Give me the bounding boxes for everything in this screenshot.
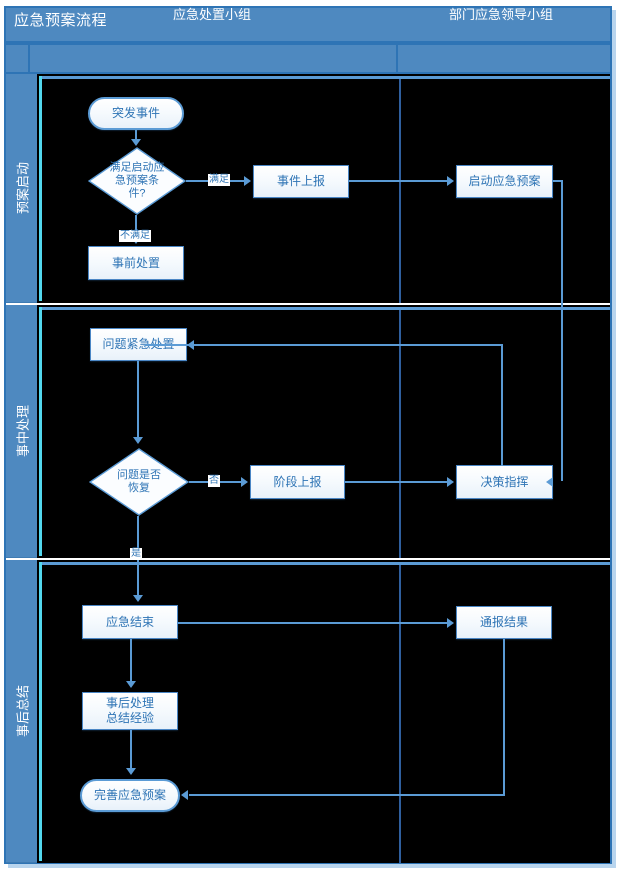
node-launch-plan[interactable]: 启动应急预案 [456,165,553,198]
lane-accent-3 [39,562,42,861]
edge-label-satisfied: 满足 [208,174,230,186]
edge-report-to-launch-arrow [447,176,454,186]
edge-urgent-to-recover [137,361,139,439]
node-command[interactable]: 决策指挥 [456,465,553,499]
node-report-event[interactable]: 事件上报 [253,165,349,198]
lane-rule-1 [42,76,610,79]
lane-accent-2 [39,307,42,556]
lane1-column-divider [399,79,401,303]
lane-label-during-handling: 事中处理 [15,404,30,458]
edge-not-satisfied [135,215,137,238]
edge-start-to-decision [135,130,137,141]
node-decision-launch[interactable]: 满足启动应 急预案条 件? [88,147,186,215]
column-divider-left [28,45,30,72]
lane-strip-2: 事中处理 [6,305,37,558]
edge-post-to-improve [130,730,132,769]
lane-accent-1 [39,76,42,301]
edge-post-to-improve-arrow [126,768,136,775]
edge-end-to-notify-arrow [447,618,454,628]
edge-start-to-decision-arrow [131,139,141,146]
edge-notify-to-improve-vertical [503,639,505,795]
lane-label-plan-activation: 预案启动 [15,161,30,215]
edge-launch-to-command-stub [553,180,563,182]
edge-report-to-launch [349,180,448,182]
edge-stage-to-command [345,481,448,483]
lane-rule-3 [42,562,610,565]
edge-urgent-to-recover-arrow [133,437,143,444]
column-header-band [6,43,610,74]
edge-label-no: 否 [208,475,220,487]
edge-notify-to-improve-arrow [181,790,188,800]
lane-strip-3: 事后总结 [6,560,37,863]
column-divider-mid [396,45,398,72]
edge-end-to-post [130,639,132,682]
edge-label-yes: 是 [130,548,142,560]
edge-stage-to-command-arrow [447,477,454,487]
edge-command-to-urgent-arrow [187,340,194,350]
edge-yes-arrow [133,595,143,602]
node-stage-report[interactable]: 阶段上报 [250,465,345,499]
node-pre-handle[interactable]: 事前处置 [88,246,184,280]
edge-notify-to-improve-horizontal [189,794,505,796]
page-title: 应急预案流程 [14,12,108,29]
edge-end-to-post-arrow [126,681,136,688]
edge-command-to-urgent-vertical [501,345,503,466]
node-improve-plan[interactable]: 完善应急预案 [80,779,180,812]
lane-rule-2 [42,307,610,310]
diamond-shape-icon [88,147,186,215]
column-header-response-team: 应急处置小组 [172,7,251,22]
lane2-column-divider [399,310,401,558]
edge-command-to-urgent-horizontal [145,344,503,346]
lane-label-post-summary: 事后总结 [15,684,30,738]
lane3-column-divider [399,565,401,863]
diamond-shape-icon [89,448,189,516]
edge-launch-to-command-vertical [561,181,563,481]
column-header-leadership-team: 部门应急领导小组 [448,7,553,22]
edge-label-not-satisfied: 不满足 [119,230,151,242]
edge-launch-to-command-arrow [546,477,553,487]
node-emergency-end[interactable]: 应急结束 [82,605,178,639]
edge-satisfied-arrow [244,176,251,186]
node-start-event[interactable]: 突发事件 [88,97,184,130]
node-decision-recover[interactable]: 问题是否 恢复 [89,448,189,516]
edge-end-to-notify [178,622,448,624]
title-band [6,8,610,43]
edge-no-arrow [241,477,248,487]
lane-strip-1: 预案启动 [6,74,37,303]
node-post-handle[interactable]: 事后处理 总结经验 [82,692,178,730]
node-notify-result[interactable]: 通报结果 [456,606,552,639]
